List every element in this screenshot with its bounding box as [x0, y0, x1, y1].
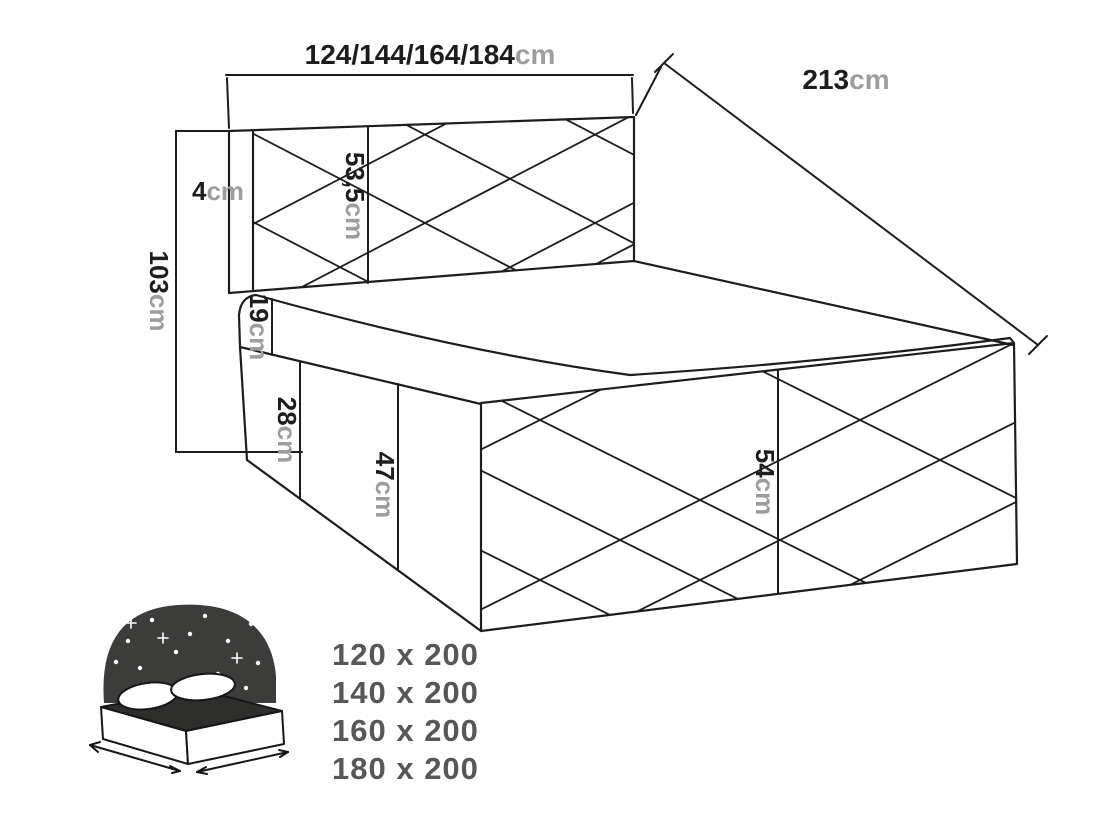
- frame-border-label: 4cm: [192, 176, 244, 206]
- size-option: 160 x 200: [332, 713, 479, 748]
- bed-icon: [89, 604, 289, 775]
- side-panel-height-dimension: 54cm: [750, 369, 780, 595]
- upper-base-label: 28cm: [272, 397, 302, 464]
- base-box: [238, 345, 483, 633]
- size-option: 180 x 200: [332, 751, 479, 786]
- depth-dimension-label: 213cm: [802, 64, 889, 95]
- side-panel-height-label: 54cm: [750, 449, 780, 516]
- size-option: 120 x 200: [332, 637, 479, 672]
- mattress-thickness-dimension: 19cm: [244, 294, 274, 361]
- side-panel: [479, 341, 1019, 633]
- headboard-height-dimension: 53,5cm: [340, 125, 370, 284]
- total-height-dimension: 103cm: [144, 130, 303, 453]
- width-dimension-label: 124/144/164/184cm: [305, 39, 556, 70]
- side-panel-stitch-pattern: [481, 343, 1017, 631]
- mattress: [237, 259, 1016, 406]
- size-arrows: [89, 741, 289, 775]
- width-dimension: 124/144/164/184cm: [225, 39, 634, 129]
- base-height-dimension: 47cm: [370, 383, 400, 571]
- total-height-label: 103cm: [144, 251, 174, 332]
- mattress-thickness-label: 19cm: [244, 294, 274, 361]
- headboard-height-label: 53,5cm: [340, 152, 370, 240]
- size-option: 140 x 200: [332, 675, 479, 710]
- stars: [113, 613, 261, 691]
- depth-dimension: 213cm: [635, 53, 1048, 355]
- box-front-right-face: [185, 710, 285, 765]
- frame-border-dimension: 4cm: [192, 176, 244, 206]
- size-options-list: 120 x 200 140 x 200 160 x 200 180 x 200: [332, 637, 479, 786]
- base-height-label: 47cm: [370, 452, 400, 519]
- sparkle-icon: [125, 617, 243, 664]
- headboard-stitch-pattern: [253, 117, 634, 291]
- upper-base-dimension: 28cm: [272, 360, 302, 500]
- bedding: [117, 672, 236, 711]
- bed-drawing: [227, 115, 1019, 633]
